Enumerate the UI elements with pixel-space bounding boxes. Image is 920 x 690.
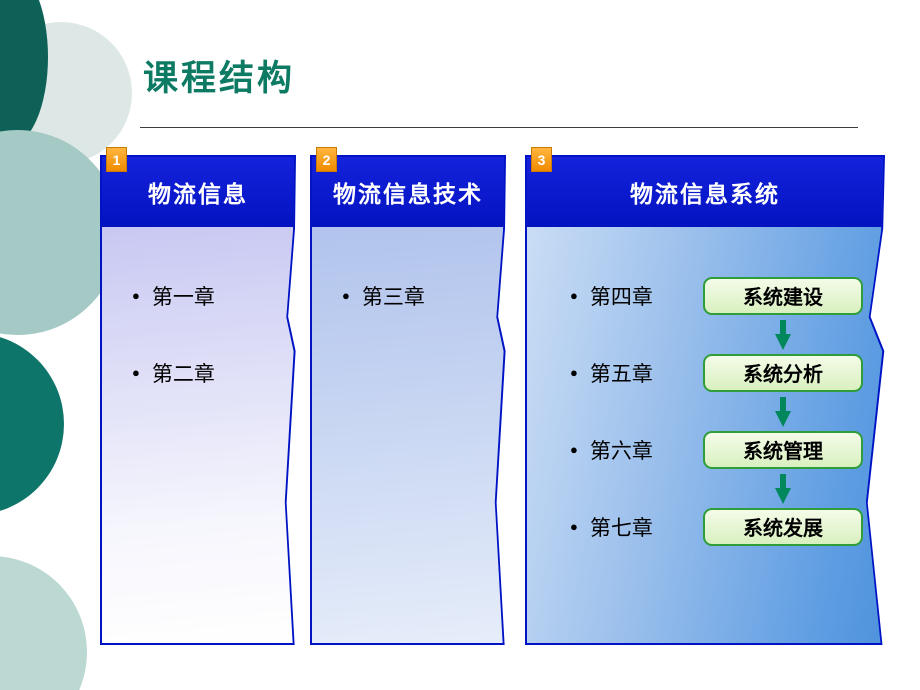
- chapter-label: 第二章: [151, 361, 215, 386]
- panel-header: 物流信息系统: [527, 157, 883, 227]
- panel-logistics-information-system: 物流信息系统 3 第四章 第五章: [525, 147, 885, 645]
- list-item: 第七章: [570, 488, 653, 565]
- bullet-icon: [570, 518, 578, 536]
- panel-body: 第一章 第二章: [102, 227, 294, 643]
- panel-logistics-information-technology: 物流信息技术 2 第三章: [310, 147, 506, 645]
- page-title: 课程结构: [143, 59, 296, 98]
- system-flow: 系统建设 系统分析 系统管理 系统发展: [703, 257, 863, 565]
- bullet-icon: [570, 287, 578, 305]
- panel-body: 第三章: [312, 227, 504, 643]
- panel-background: [527, 157, 883, 643]
- panel-number: 3: [537, 151, 546, 168]
- bullet-icon: [570, 364, 578, 382]
- panel-background: [312, 157, 504, 643]
- list-item: 第二章: [132, 334, 294, 411]
- panel-logistics-information: 物流信息 1 第一章 第二章: [100, 147, 296, 645]
- bullet-icon: [570, 441, 578, 459]
- bullet-icon: [342, 287, 350, 305]
- flow-row: 系统发展: [703, 488, 863, 565]
- chapter-list: 第四章 第五章 第六章 第七章: [570, 257, 653, 565]
- decorative-circle-bottom: [0, 556, 87, 690]
- bullet-icon: [132, 287, 140, 305]
- list-item: 第三章: [342, 257, 504, 334]
- panel-body: 第四章 第五章 第六章 第七章: [527, 227, 883, 643]
- flow-box-system-construction: 系统建设: [703, 276, 863, 315]
- course-structure-panels: 物流信息 1 第一章 第二章 物流信息: [100, 147, 885, 645]
- panel-header: 物流信息: [102, 157, 294, 227]
- chapter-label: 第四章: [589, 284, 653, 309]
- panel-number: 2: [322, 151, 331, 168]
- list-item: 第六章: [570, 411, 653, 488]
- panel-title: 物流信息系统: [630, 182, 780, 207]
- title-divider: [140, 127, 858, 128]
- panel-shape: 物流信息系统: [525, 155, 885, 645]
- flow-row: 系统管理: [703, 411, 863, 488]
- decorative-circle-dark: [0, 333, 64, 515]
- panel-shape: 物流信息技术: [310, 155, 506, 645]
- bullet-icon: [132, 364, 140, 382]
- arrow-down-icon: [773, 320, 793, 350]
- panel-title: 物流信息: [148, 182, 248, 207]
- arrow-down-icon: [773, 397, 793, 427]
- flow-row: 系统建设: [703, 257, 863, 334]
- panel-number: 1: [112, 151, 121, 168]
- panel-number-badge: 2: [316, 147, 337, 172]
- chapter-label: 第一章: [151, 284, 215, 309]
- flow-row: 系统分析: [703, 334, 863, 411]
- list-item: 第一章: [132, 257, 294, 334]
- panel-background: [102, 157, 294, 643]
- list-item: 第四章: [570, 257, 653, 334]
- list-item: 第五章: [570, 334, 653, 411]
- chapter-label: 第五章: [589, 361, 653, 386]
- panel-header: 物流信息技术: [312, 157, 504, 227]
- chapter-label: 第六章: [589, 438, 653, 463]
- panel-number-badge: 1: [106, 147, 127, 172]
- flow-box-system-management: 系统管理: [703, 430, 863, 469]
- panel-title: 物流信息技术: [333, 182, 483, 207]
- panel-number-badge: 3: [531, 147, 552, 172]
- flow-box-system-analysis: 系统分析: [703, 353, 863, 392]
- chapter-label: 第三章: [361, 284, 425, 309]
- panel-shape: 物流信息: [100, 155, 296, 645]
- chapter-label: 第七章: [589, 515, 653, 540]
- flow-box-system-development: 系统发展: [703, 507, 863, 546]
- arrow-down-icon: [773, 474, 793, 504]
